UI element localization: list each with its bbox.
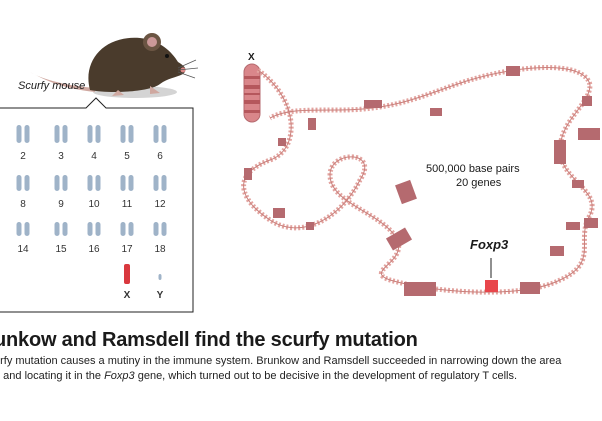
chromosome-11 xyxy=(128,175,134,191)
body-line-2-post: gene, which turned out to be decisive in… xyxy=(134,370,518,382)
chromosome-11 xyxy=(120,175,126,191)
chromosome-2 xyxy=(16,125,22,143)
karyotype-label-4: 4 xyxy=(91,151,97,162)
karyotype-chromosomes xyxy=(16,125,167,284)
foxp3-gene xyxy=(485,258,498,292)
chromosome-18 xyxy=(161,222,167,236)
body-paragraph: urfy mutation causes a mutiny in the imm… xyxy=(0,354,602,384)
karyotype-label-18: 18 xyxy=(154,244,166,255)
karyotype-label-Y: Y xyxy=(156,290,164,301)
karyotype-label-11: 11 xyxy=(121,199,133,210)
karyotype-label-15: 15 xyxy=(55,244,67,255)
chromosome-9 xyxy=(62,175,68,191)
body-line-2-pre: n and locating it in the xyxy=(0,370,105,382)
x-chromosome-label: X xyxy=(248,52,255,63)
karyotype-label-5: 5 xyxy=(124,151,130,162)
chromosome-8 xyxy=(16,175,22,191)
body-line-2-gene: Foxp3 xyxy=(104,370,135,382)
chromosome-12 xyxy=(153,175,159,191)
chromosome-9 xyxy=(54,175,60,191)
foxp3-label: Foxp3 xyxy=(470,237,509,252)
karyotype-panel xyxy=(0,97,194,313)
karyotype-label-16: 16 xyxy=(88,244,100,255)
karyotype-label-X: X xyxy=(123,290,131,301)
chromosome-2 xyxy=(24,125,30,143)
chromosome-6 xyxy=(161,125,167,143)
chromosome-15 xyxy=(54,222,60,236)
chromosome-15 xyxy=(62,222,68,236)
karyotype-label-10: 10 xyxy=(88,199,100,210)
karyotype-label-9: 9 xyxy=(58,199,64,210)
section-heading: unkow and Ramsdell find the scurfy mutat… xyxy=(0,329,418,351)
body-line-2: n and locating it in the Foxp3 gene, whi… xyxy=(0,369,602,384)
chromosome-18 xyxy=(153,222,159,236)
karyotype-label-17: 17 xyxy=(121,244,133,255)
karyotype-label-8: 8 xyxy=(20,199,26,210)
chromosome-5 xyxy=(128,125,134,143)
karyotype-label-6: 6 xyxy=(157,151,163,162)
chromosome-10 xyxy=(95,175,101,191)
chromosome-17 xyxy=(128,222,134,236)
chromosome-14 xyxy=(16,222,22,236)
x-chromosome xyxy=(243,63,261,123)
genes-count-label: 20 genes xyxy=(456,177,502,189)
chromosome-3 xyxy=(62,125,68,143)
dna-strand xyxy=(241,65,595,295)
chromosome-16 xyxy=(95,222,101,236)
chromosome-5 xyxy=(120,125,126,143)
gene-blocks xyxy=(244,66,600,296)
chromosome-8 xyxy=(24,175,30,191)
karyotype-label-3: 3 xyxy=(58,151,64,162)
chromosome-4 xyxy=(95,125,101,143)
chromosome-X xyxy=(124,264,130,284)
chromosome-3 xyxy=(54,125,60,143)
chromosome-6 xyxy=(153,125,159,143)
mouse-illustration xyxy=(30,33,199,98)
karyotype-label-14: 14 xyxy=(17,244,29,255)
mouse-caption: Scurfy mouse xyxy=(18,80,86,92)
chromosome-16 xyxy=(87,222,93,236)
karyotype-label-2: 2 xyxy=(20,151,26,162)
body-line-1: urfy mutation causes a mutiny in the imm… xyxy=(0,355,562,367)
chromosome-12 xyxy=(161,175,167,191)
chromosome-17 xyxy=(120,222,126,236)
chromosome-Y xyxy=(158,274,162,280)
chromosome-10 xyxy=(87,175,93,191)
karyotype-label-12: 12 xyxy=(154,199,166,210)
base-pairs-label: 500,000 base pairs xyxy=(426,163,520,175)
chromosome-4 xyxy=(87,125,93,143)
chromosome-14 xyxy=(24,222,30,236)
